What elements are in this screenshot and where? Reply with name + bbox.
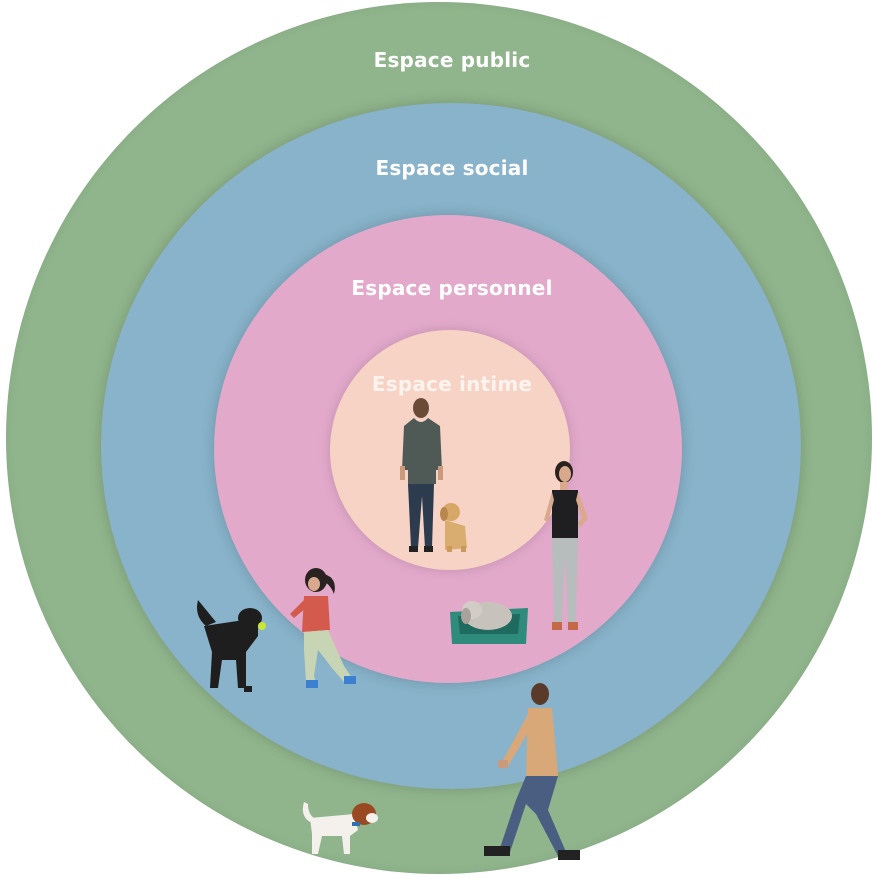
girl-running-illustration — [290, 568, 356, 688]
intimate-space-label: Espace intime — [371, 372, 533, 396]
white-dog-illustration — [302, 802, 378, 854]
personal-space-label: Espace personnel — [351, 276, 553, 300]
man-walking-illustration — [484, 683, 580, 860]
social-space-label: Espace social — [375, 156, 529, 180]
man-standing-illustration — [400, 398, 443, 552]
black-dog-illustration — [197, 600, 266, 692]
public-space-label: Espace public — [373, 48, 531, 72]
dog-in-basket-illustration — [450, 601, 528, 644]
woman-standing-illustration — [544, 461, 588, 630]
puppy-illustration — [440, 503, 467, 552]
